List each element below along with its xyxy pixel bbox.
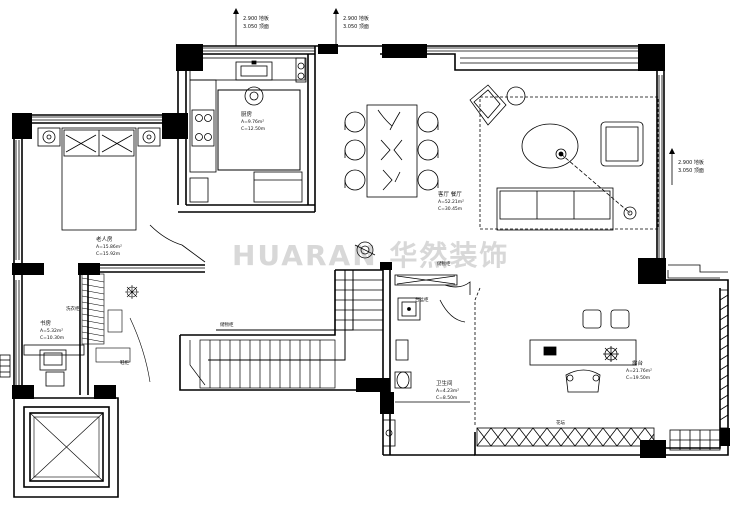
living-area: A=52.21m² — [438, 199, 464, 205]
svg-text:2.900 地板: 2.900 地板 — [343, 15, 369, 22]
living-name: 客厅 餐厅 — [438, 190, 462, 198]
terrace-name: 露台 — [632, 359, 644, 367]
bar-counter-icon — [529, 339, 637, 366]
elevation-mark-3: 2.900 地板 3.050 顶面 — [669, 148, 704, 185]
person-figure-icon — [356, 241, 374, 259]
bath-storage-label: 储物柜 — [437, 260, 451, 267]
svg-text:2.900 地板: 2.900 地板 — [678, 159, 704, 166]
elevation-mark-1: 2.900 地板 3.050 顶面 — [233, 8, 269, 46]
vanity-label: 台盆柜 — [415, 296, 429, 303]
windows — [15, 47, 663, 385]
svg-text:2.900 地板: 2.900 地板 — [243, 15, 269, 22]
columns — [12, 44, 730, 458]
bedroom-name: 老人房 — [96, 235, 113, 243]
kitchen-counter-side — [189, 79, 217, 173]
bath-name: 卫生间 — [436, 379, 453, 387]
planter-label: 花坛 — [556, 419, 565, 426]
stove-icon — [191, 109, 215, 147]
nightstand-right — [137, 127, 161, 147]
kitchen-name: 厨房 — [241, 110, 253, 118]
armchair-right-icon — [600, 121, 644, 167]
laundry-label: 洗衣柜 — [66, 305, 80, 312]
terrace — [474, 264, 729, 451]
svg-text:3.050 顶面: 3.050 顶面 — [678, 168, 704, 174]
floor-lamp-icon — [623, 206, 637, 220]
armchair-icon — [469, 84, 507, 126]
skylight — [29, 412, 104, 482]
terrace-perimeter: C=19.50m — [626, 375, 650, 381]
bedroom-perimeter: C=15.92m — [96, 251, 120, 257]
kitchen-counter-top — [189, 57, 306, 81]
bath-area: A=4.23m² — [436, 388, 459, 394]
svg-text:3.050 顶面: 3.050 顶面 — [343, 24, 369, 30]
elevation-mark-2: 2.900 地板 3.050 顶面 — [333, 8, 369, 46]
staircase — [189, 241, 383, 389]
watermark: HUARAN 华然装饰 — [232, 239, 509, 272]
side-table-icon — [506, 86, 526, 106]
wardrobe — [81, 273, 151, 383]
lounge-chair-icon — [565, 369, 601, 393]
stool-icon — [582, 309, 602, 329]
kitchen — [189, 57, 307, 203]
study-name: 书房 — [40, 319, 52, 327]
basin-icon — [397, 297, 421, 321]
shower-icon — [395, 339, 409, 361]
living-area-furniture — [469, 84, 659, 231]
living-perimeter: C=30.45m — [438, 206, 462, 212]
study-perimeter: C=10.30m — [40, 335, 64, 341]
svg-text:3.050 顶面: 3.050 顶面 — [243, 24, 269, 30]
bath-perimeter: C=8.50m — [436, 395, 457, 401]
bedroom — [37, 127, 206, 269]
study-area: A=5.32m² — [40, 328, 63, 334]
shoe-label: 鞋柜 — [120, 359, 129, 366]
bedroom-area: A=15.86m² — [96, 244, 122, 250]
office-chair-icon — [45, 371, 65, 387]
double-bed-icon — [61, 127, 137, 231]
nightstand-left — [37, 127, 61, 147]
coffee-table-icon — [521, 123, 579, 169]
kitchen-area: A=9.76m² — [241, 119, 264, 125]
chef-figure-icon — [244, 86, 264, 106]
study — [0, 344, 85, 387]
dining-table — [344, 104, 439, 198]
sofa-icon — [496, 187, 614, 231]
storage-label: 储物柜 — [220, 321, 234, 328]
terrace-area: A=21.76m² — [626, 368, 652, 374]
computer-monitor-icon — [39, 349, 67, 371]
kitchen-perimeter: C=12.50m — [241, 126, 265, 132]
bathroom — [382, 274, 471, 447]
